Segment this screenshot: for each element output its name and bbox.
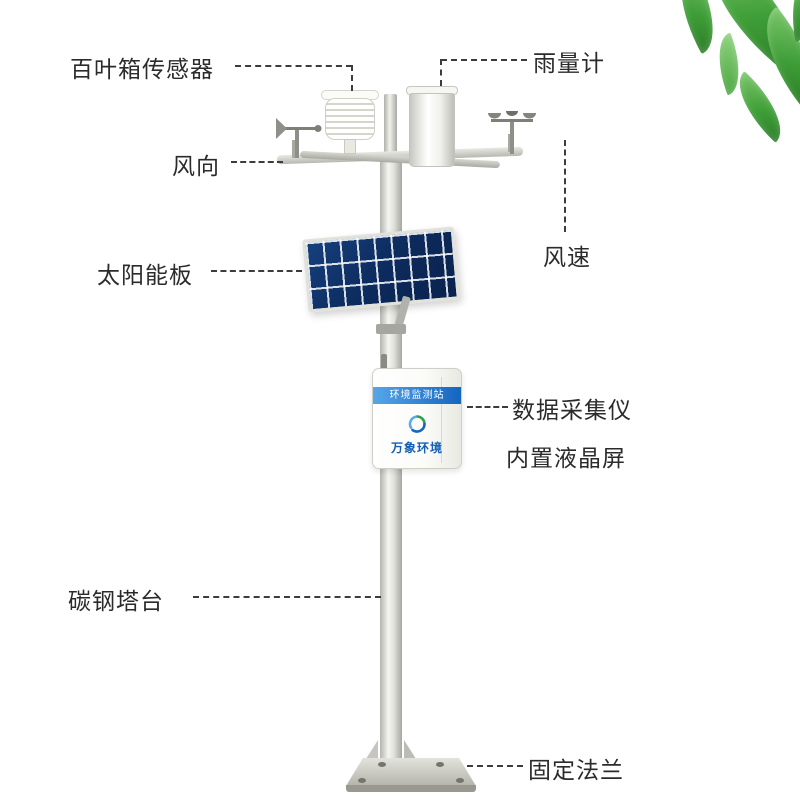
label-data-collector: 数据采集仪: [512, 398, 632, 424]
leader-line: [231, 161, 283, 163]
box-door-seam: [441, 377, 442, 463]
flange-bolt: [378, 762, 386, 767]
label-lcd-screen: 内置液晶屏: [506, 446, 626, 472]
label-louver-sensor: 百叶箱传感器: [70, 57, 214, 83]
brand-name: 万象环境: [390, 441, 443, 455]
flange-bolt: [358, 778, 366, 783]
louver-sensor: [325, 98, 375, 140]
flange-bolt: [436, 762, 444, 767]
rain-gauge: [409, 93, 455, 167]
leader-line: [564, 140, 566, 232]
base-flange-edge: [346, 785, 476, 792]
antenna: [381, 354, 387, 370]
data-collector-box: 环境监测站 万象环境: [372, 368, 462, 469]
label-flange: 固定法兰: [528, 758, 624, 784]
louver-sensor-stand: [344, 139, 356, 154]
brand-logo: 万象环境: [373, 415, 461, 456]
label-wind-direction: 风向: [172, 154, 220, 180]
wind-vane-icon: [276, 118, 322, 158]
flange-bolt: [456, 778, 464, 783]
anemometer-icon: [488, 111, 536, 154]
leader-line: [351, 65, 353, 91]
label-rain-gauge: 雨量计: [533, 51, 605, 77]
leader-line: [235, 65, 352, 67]
box-header: 环境监测站: [373, 387, 461, 404]
leader-line: [211, 270, 302, 272]
leader-line: [467, 406, 508, 408]
solar-panel-clamp: [376, 324, 406, 334]
top-mast: [384, 94, 397, 162]
base-flange-plate: [346, 758, 476, 786]
leader-line: [193, 596, 381, 598]
label-tower: 碳钢塔台: [68, 589, 164, 615]
label-wind-speed: 风速: [543, 245, 591, 271]
solar-panel: [302, 226, 460, 313]
label-solar-panel: 太阳能板: [97, 263, 193, 289]
leader-line: [467, 765, 523, 767]
leader-line: [441, 59, 527, 61]
brand-swirl-icon: [408, 415, 426, 433]
leader-line: [440, 59, 442, 86]
